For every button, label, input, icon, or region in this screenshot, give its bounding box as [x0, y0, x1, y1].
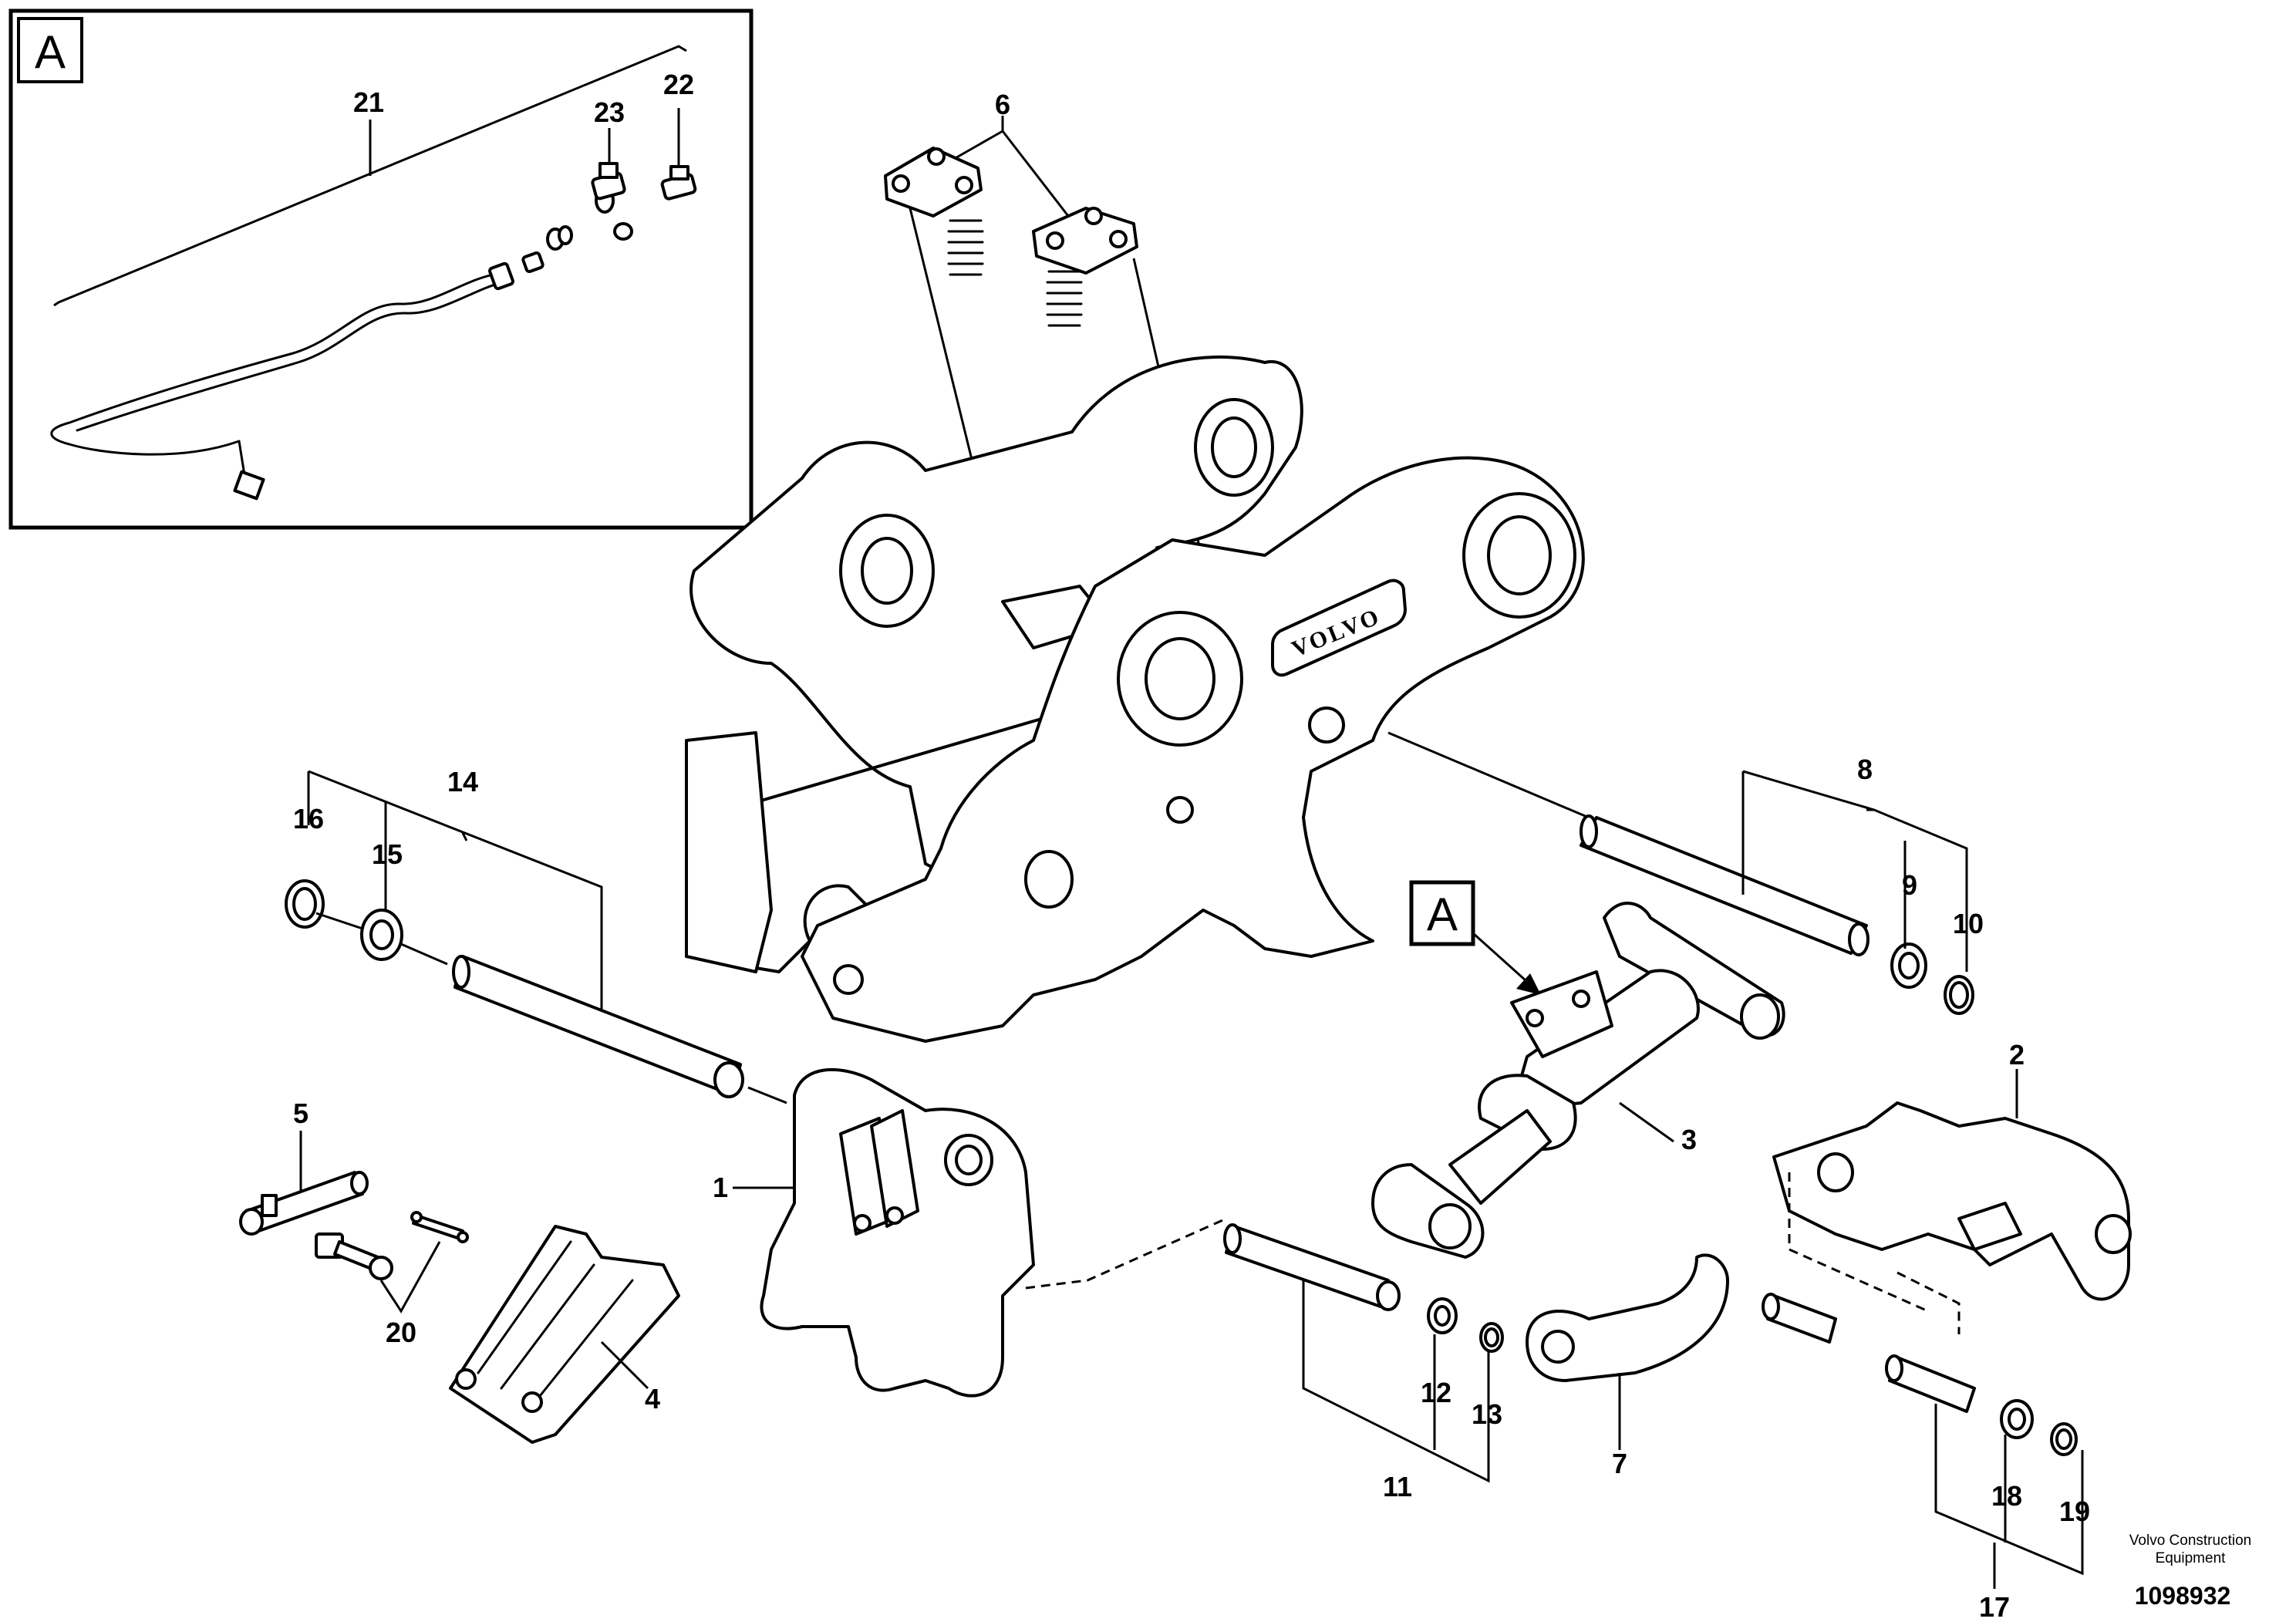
quick-coupler-body: VOLVO	[685, 355, 1590, 1043]
pin-14	[453, 955, 742, 1097]
pin-5-head	[261, 1194, 278, 1217]
hydraulic-cylinder-3: 3	[1371, 902, 1785, 1259]
link-7: 7	[1526, 1253, 1729, 1479]
spring-plate-right	[1032, 207, 1138, 275]
adapter-small	[521, 251, 544, 274]
footer-company-line2: Equipment	[2156, 1550, 2227, 1566]
inset-label: A	[35, 26, 66, 78]
volvo-badge	[1271, 578, 1407, 677]
lower-bore	[1024, 850, 1074, 909]
leader-4	[600, 1340, 649, 1390]
link-7-body	[1526, 1253, 1729, 1382]
hydraulic-tube	[50, 273, 495, 456]
label-1: 1	[713, 1172, 728, 1203]
label-13: 13	[1472, 1398, 1502, 1430]
label-21: 21	[353, 86, 384, 118]
hydraulic-tube-inner	[76, 281, 504, 432]
label-10: 10	[1953, 908, 1984, 939]
small-hole-b	[833, 964, 864, 995]
label-8: 8	[1857, 754, 1873, 785]
adapter-22-stem	[669, 165, 689, 180]
leader-3	[1619, 1101, 1674, 1143]
label-20: 20	[386, 1317, 416, 1348]
callout-a-arrowhead	[1516, 973, 1541, 995]
callout-a-arrow-line	[1472, 932, 1535, 989]
wear-plate-4: 4	[449, 1225, 680, 1444]
adapter-23-stem	[598, 162, 619, 179]
hook-1-lug-right	[870, 1109, 919, 1228]
leader-14-bracket	[307, 770, 603, 1018]
seal-ring-b	[558, 225, 573, 245]
label-6: 6	[995, 89, 1010, 120]
label-16: 16	[293, 803, 324, 835]
leader-17-bracket	[1934, 1404, 2084, 1576]
label-14: 14	[447, 766, 478, 798]
label-5: 5	[293, 1098, 308, 1129]
label-9: 9	[1902, 869, 1917, 901]
label-7: 7	[1612, 1448, 1627, 1479]
inset-frame	[8, 8, 754, 530]
pin-group-8: 8 9 10	[1580, 754, 1984, 1015]
hook-2-dashed-lines	[1788, 1172, 1961, 1334]
label-17: 17	[1979, 1591, 2010, 1622]
coupler-side-pad	[685, 731, 773, 973]
cylinder-barrel	[1510, 969, 1700, 1112]
lock-hook-2: 2	[1772, 1039, 2132, 1334]
leader-8-bracket	[1741, 770, 1968, 972]
tube-end-nut	[233, 470, 265, 501]
plate-4-body	[449, 1225, 680, 1444]
inset-label-box	[17, 17, 83, 83]
label-22: 22	[663, 69, 694, 100]
hook-2-body	[1772, 1101, 2130, 1301]
label-23: 23	[594, 96, 625, 128]
label-11: 11	[1383, 1471, 1412, 1502]
leader-20	[379, 1241, 441, 1313]
cylinder-rod	[1448, 1109, 1552, 1205]
pin-8-guide-line	[1387, 731, 1590, 819]
lock-hook-1: 1	[713, 1067, 1227, 1398]
hook-1-dashed-line	[1025, 1217, 1227, 1290]
spring-assemblies: 6	[884, 89, 1205, 649]
label-18: 18	[1991, 1480, 2022, 1512]
footer-company-line1: Volvo Construction	[2129, 1533, 2251, 1549]
lock-pin-hole	[1308, 706, 1345, 744]
drawing-number: 1098932	[2135, 1582, 2231, 1610]
label-3: 3	[1681, 1124, 1697, 1155]
callout-a-box	[1409, 880, 1475, 946]
seal-ring-d	[613, 222, 633, 241]
tube-fitting-nut	[488, 261, 514, 291]
drawing-footer: Volvo Construction Equipment 1098932	[2129, 1533, 2251, 1610]
pin-group-11: 12 13 11	[1223, 1223, 1504, 1502]
spring-coil-left	[947, 219, 984, 276]
pin-group-17: 18 19 17	[1762, 1293, 2090, 1622]
pin-group-14: 16 15 14	[285, 766, 787, 1104]
label-15: 15	[372, 838, 403, 870]
bolt-group-20: 20	[315, 1211, 469, 1348]
bolt-nut	[369, 1256, 393, 1280]
label-19: 19	[2059, 1496, 2090, 1527]
small-hole-a	[1166, 796, 1194, 824]
label-2: 2	[2009, 1039, 2025, 1071]
pin-5: 5	[239, 1098, 369, 1236]
hook-2-spring-holder	[1957, 1202, 2022, 1251]
leader-11-bracket	[1302, 1280, 1490, 1483]
callout-a: A	[1409, 880, 1541, 995]
pin-11	[1225, 1225, 1390, 1308]
spring-coil-right	[1046, 270, 1083, 327]
label-4: 4	[645, 1383, 660, 1415]
leader-21-bracket	[53, 45, 687, 307]
leader-6	[948, 116, 1070, 217]
inset-a-detail: A 21 23 22	[8, 8, 754, 530]
callout-a-label: A	[1427, 889, 1458, 940]
label-12: 12	[1421, 1377, 1451, 1408]
